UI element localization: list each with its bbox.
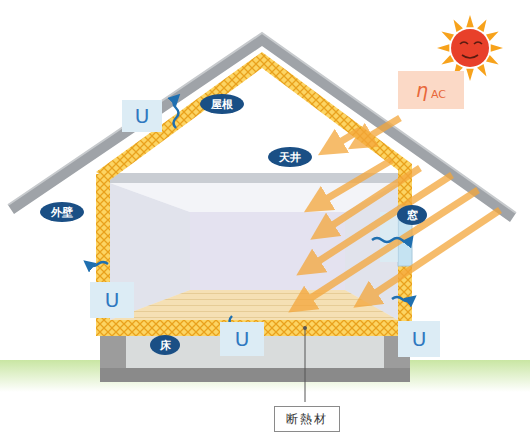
node-text: 窓 (407, 208, 418, 223)
sun-ray (454, 19, 463, 32)
part-label: 床 (150, 335, 180, 355)
node-text: 天井 (279, 150, 301, 165)
sun-ray (486, 32, 499, 41)
u-value-box: U (122, 100, 162, 132)
sun-ray (441, 32, 454, 41)
node-text: η (416, 79, 428, 101)
node-text: U (105, 288, 120, 312)
sun-ray (477, 64, 486, 77)
u-value-box: U (398, 321, 440, 357)
u-value-box: U (220, 322, 264, 356)
sun-ray (486, 55, 499, 64)
material-label: 断熱材 (274, 406, 340, 432)
node-subtext: AC (431, 88, 446, 101)
node-text: 外壁 (51, 205, 73, 220)
node-text: 屋根 (211, 97, 233, 112)
node-text: U (412, 327, 427, 351)
part-label: 屋根 (200, 94, 244, 114)
node-text: 断熱材 (286, 411, 328, 428)
node-text: U (235, 327, 250, 351)
eta-ac-box: ηAC (398, 71, 464, 109)
part-label: 窓 (397, 205, 427, 225)
node-text: U (135, 104, 150, 128)
sun-ray (466, 15, 474, 27)
u-value-box: U (90, 282, 134, 318)
sun-ray (437, 44, 449, 52)
part-label: 外壁 (40, 202, 84, 222)
sun-ray (491, 44, 503, 52)
sun-ray (466, 69, 474, 81)
sun-ray (477, 19, 486, 32)
part-label: 天井 (268, 147, 312, 167)
sun-ray (441, 55, 454, 64)
node-text: 床 (160, 338, 171, 353)
